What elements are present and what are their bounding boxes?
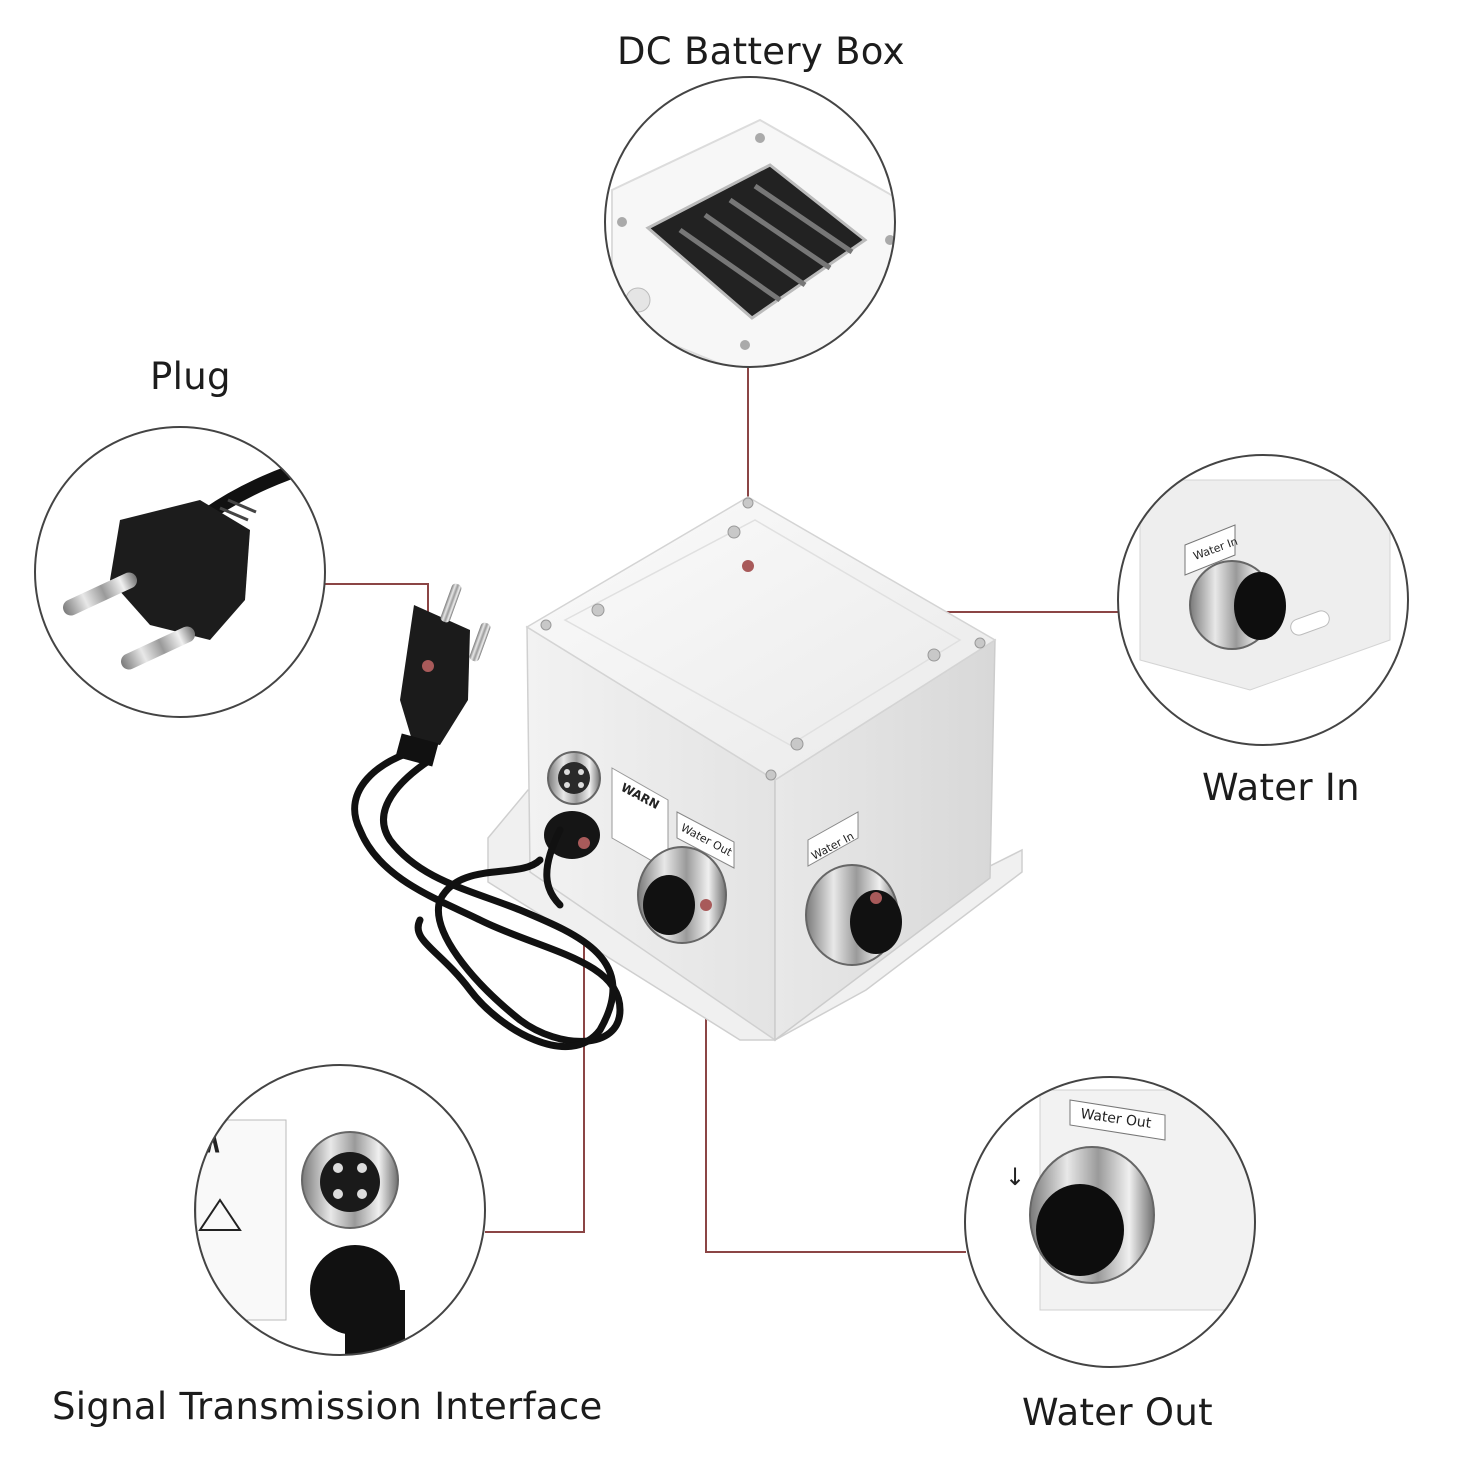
callout-water-in-ring: [1117, 454, 1409, 746]
plug-closeup-body: [110, 500, 250, 640]
callout-battery-ring: [604, 76, 896, 368]
top-screws: [540, 497, 986, 781]
marker-battery: [742, 560, 754, 572]
callout-water-in: Water In: [1118, 455, 1408, 745]
label-dc-battery-box: DC Battery Box: [617, 30, 905, 73]
svg-text:WARN: WARN: [144, 1130, 220, 1155]
label-water-in: Water In: [1202, 766, 1360, 809]
housing-top-face: [525, 496, 997, 781]
marker-water-out: [700, 899, 712, 911]
battery-compartment: [645, 163, 868, 320]
battery-cells: [678, 183, 854, 303]
plug-pin-1: [62, 572, 138, 616]
callout-plug-ring: [34, 426, 326, 718]
callout-water-out-ring: [964, 1076, 1256, 1368]
svg-text:↓: ↓: [1005, 1163, 1025, 1191]
marker-plug: [422, 660, 434, 672]
label-water-out: Water Out: [1022, 1391, 1213, 1434]
callout-water-out: Water Out ↓: [965, 1077, 1255, 1367]
callout-battery-box: [605, 77, 895, 367]
label-signal-transmission-interface: Signal Transmission Interface: [52, 1385, 603, 1428]
leader-signal: [485, 843, 585, 1233]
marker-signal: [578, 837, 590, 849]
callout-signal-interface: WARN: [144, 1065, 485, 1355]
callout-plug: [35, 427, 325, 717]
plug-body: [395, 583, 491, 767]
callout-signal-ring: [194, 1064, 486, 1356]
marker-water-in: [870, 892, 882, 904]
label-plug: Plug: [150, 355, 231, 398]
signal-closeup-connector: [301, 1131, 399, 1229]
marker-dots: [422, 560, 882, 911]
plug-pin-2: [120, 626, 196, 670]
leader-water-out: [705, 905, 966, 1253]
power-cable: [351, 746, 624, 1051]
water-in-fitting: Water In: [805, 811, 902, 966]
main-unit: WARN Water Out Water In: [351, 496, 1023, 1051]
